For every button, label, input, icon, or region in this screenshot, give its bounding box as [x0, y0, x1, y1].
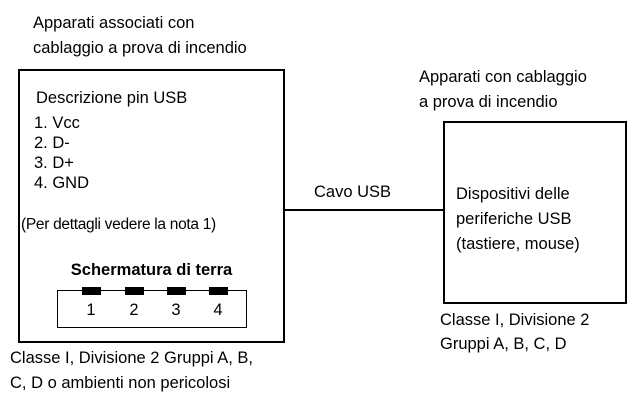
- pin-number: 1: [86, 301, 96, 319]
- right-header-line-2: a prova di incendio: [419, 93, 558, 111]
- pin-list: 1. Vcc 2. D- 3. D+ 4. GND: [34, 113, 89, 193]
- device-line-3: (tastiere, mouse): [456, 235, 580, 253]
- usb-cable-line: [285, 209, 444, 211]
- ground-shield-label: Schermatura di terra: [70, 261, 233, 279]
- pin-item: 2. D-: [34, 134, 70, 152]
- usb-box-title: Descrizione pin USB: [36, 89, 188, 107]
- device-box: Dispositivi delle periferiche USB (tasti…: [443, 121, 627, 304]
- pin-item: 1. Vcc: [34, 114, 80, 132]
- right-footer-line-1: Classe I, Divisione 2: [440, 311, 590, 329]
- note-text: (Per dettagli vedere la nota 1): [21, 216, 216, 233]
- pin-number: 3: [171, 301, 181, 319]
- left-footer-line-1: Classe I, Divisione 2 Gruppi A, B,: [10, 349, 254, 367]
- left-header-line-1: Apparati associati con: [33, 14, 195, 32]
- pin-item: 3. D+: [34, 154, 74, 172]
- usb-pin-box: Descrizione pin USB 1. Vcc 2. D- 3. D+ 4…: [18, 69, 285, 343]
- pin-tab: [125, 287, 144, 295]
- right-footer-line-2: Gruppi A, B, C, D: [440, 335, 567, 353]
- pin-number: 2: [129, 301, 139, 319]
- device-line-2: periferiche USB: [456, 210, 572, 228]
- device-line-1: Dispositivi delle: [456, 185, 570, 203]
- pin-tab: [167, 287, 186, 295]
- left-footer-line-2: C, D o ambienti non pericolosi: [10, 374, 231, 392]
- cable-label: Cavo USB: [314, 183, 392, 201]
- pin-tab: [209, 287, 228, 295]
- left-header-line-2: cablaggio a prova di incendio: [33, 39, 247, 57]
- pin-number: 4: [213, 301, 223, 319]
- usb-connector: 1 2 3 4: [57, 287, 247, 328]
- pin-tab: [82, 287, 101, 295]
- pin-item: 4. GND: [34, 174, 90, 192]
- right-header-line-1: Apparati con cablaggio: [419, 68, 587, 86]
